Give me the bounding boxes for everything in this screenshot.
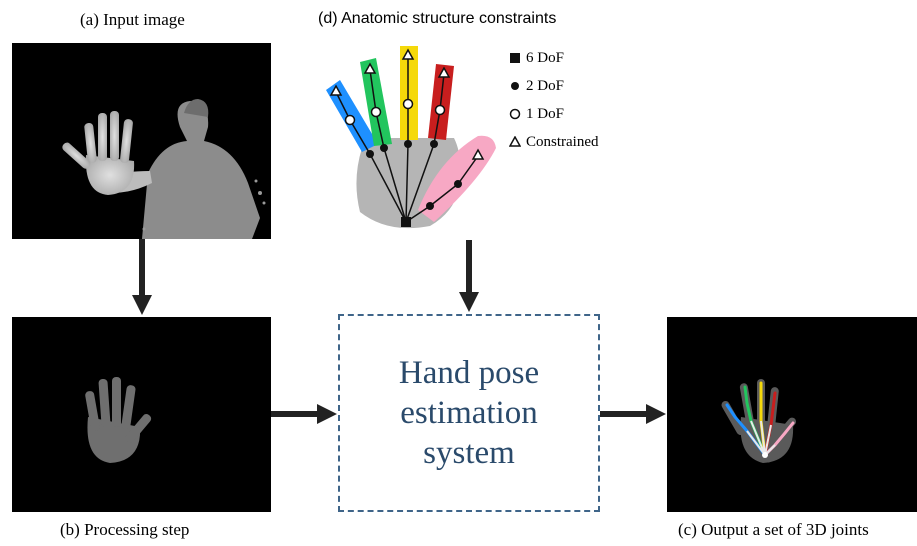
filled-circle-icon — [508, 81, 522, 91]
system-title-line-2: estimation — [400, 395, 538, 431]
open-triangle-icon — [508, 136, 522, 148]
caption-anatomic-constraints: (d) Anatomic structure constraints — [318, 10, 557, 27]
open-circle-icon — [508, 108, 522, 120]
legend-label: Constrained — [526, 133, 599, 150]
system-title-line-3: system — [423, 435, 515, 471]
arrow-right-b-to-system — [271, 404, 337, 424]
processed-hand-image — [12, 317, 271, 512]
legend-item-6dof: 6 DoF — [508, 44, 599, 72]
arrow-down-a-to-b — [132, 239, 152, 315]
caption-input-image: (a) Input image — [80, 10, 185, 29]
caption-processing-step: (b) Processing step — [60, 520, 190, 539]
legend-label: 6 DoF — [526, 49, 564, 66]
output-joints-image — [667, 317, 917, 512]
arrow-right-system-to-c — [600, 404, 666, 424]
legend-item-2dof: 2 DoF — [508, 72, 599, 100]
legend-label: 1 DoF — [526, 105, 564, 122]
legend-item-1dof: 1 DoF — [508, 100, 599, 128]
hand-pose-estimation-system-box: Hand pose estimation system — [338, 314, 600, 512]
hand-skeleton-diagram — [326, 46, 496, 229]
legend-label: 2 DoF — [526, 77, 564, 94]
input-depth-image — [12, 43, 271, 239]
arrow-down-d-to-system — [459, 240, 479, 312]
system-title-line-1: Hand pose — [398, 355, 540, 391]
legend-item-constrained: Constrained — [508, 128, 599, 156]
filled-square-icon — [508, 53, 522, 63]
caption-output-joints: (c) Output a set of 3D joints — [678, 520, 869, 539]
joint-legend: 6 DoF 2 DoF 1 DoF Constrained — [508, 44, 599, 156]
